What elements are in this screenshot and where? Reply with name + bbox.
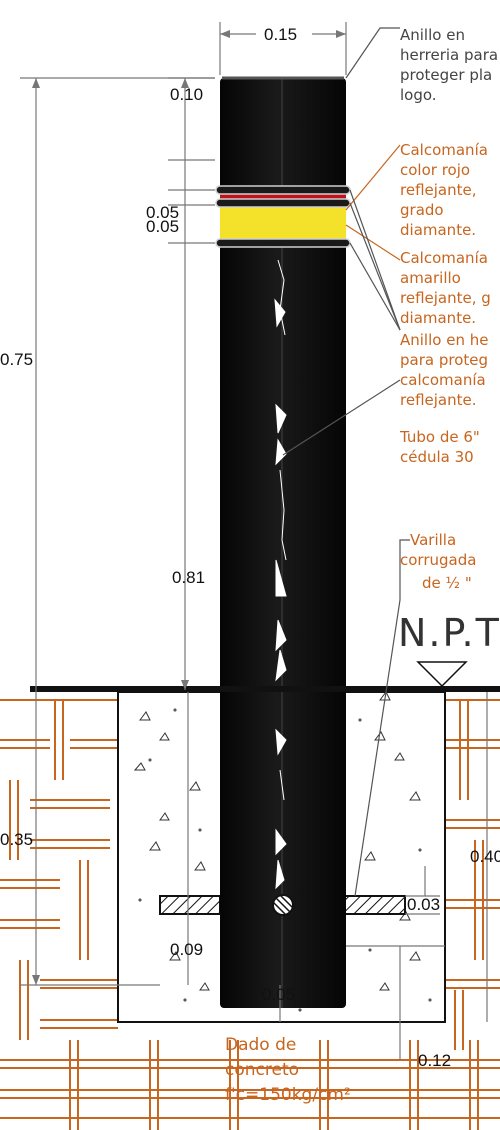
dim-top-width: 0.15 bbox=[264, 25, 297, 44]
ground-line bbox=[30, 686, 500, 692]
dim-red: 0.05 bbox=[146, 203, 179, 222]
rebar-left bbox=[159, 895, 221, 915]
protective-rings bbox=[215, 185, 351, 248]
dim-bottom-cover: 0.09 bbox=[170, 940, 203, 959]
note-red-decal: Calcomanía color rojo reflejante, grado … bbox=[400, 141, 493, 239]
dim-side-offset: 0.12 bbox=[418, 1051, 451, 1070]
floor-level-label: N.P.T bbox=[398, 611, 500, 655]
level-marker-icon bbox=[416, 661, 468, 688]
note-yellow-decal: Calcomanía amarillo reflejante, g diaman… bbox=[400, 249, 496, 327]
dim-embed: 0.40 bbox=[470, 847, 500, 866]
dim-yellow: 0.05 bbox=[146, 217, 179, 236]
note-ring-logo: Anillo en herreria para proteger pla log… bbox=[400, 26, 500, 104]
rebar-right bbox=[344, 895, 406, 915]
leader-lines bbox=[282, 27, 410, 897]
dim-tube-exposed: 0.81 bbox=[172, 568, 205, 587]
dimension-arrows bbox=[32, 30, 346, 985]
tube-reflections bbox=[274, 259, 287, 890]
dimension-lines bbox=[20, 22, 488, 1060]
soil-right bbox=[445, 699, 500, 1050]
dim-base-gap: 0.05 bbox=[262, 985, 295, 1004]
note-rebar: Varilla corrugada de ½ " bbox=[400, 531, 481, 592]
note-concrete: Dado de concreto f'c=150kg/cm² bbox=[225, 1035, 351, 1105]
dim-below-grade: 0.35 bbox=[0, 830, 33, 849]
dim-above-grade: 0.75 bbox=[0, 350, 33, 369]
concrete-aggregate bbox=[133, 691, 432, 1012]
dim-rebar: 0.03 bbox=[407, 895, 440, 914]
note-ring-decal: Anillo en he para proteg calcomanía refl… bbox=[400, 331, 493, 409]
note-tube: Tubo de 6" cédula 30 bbox=[399, 428, 485, 466]
soil-left bbox=[0, 692, 500, 1130]
dim-ring: 0.10 bbox=[170, 85, 203, 104]
